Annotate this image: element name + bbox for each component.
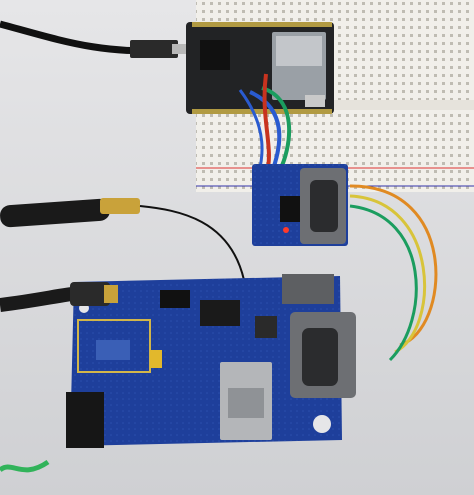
wire-green-2 xyxy=(349,204,418,362)
nodemcu-board xyxy=(186,22,334,114)
antenna xyxy=(0,198,245,281)
wire-yellow xyxy=(349,194,427,354)
power-cable xyxy=(0,282,118,312)
usb-plug xyxy=(130,40,178,58)
rs232-adapter xyxy=(252,164,348,246)
power-jack xyxy=(66,392,104,448)
green-marker-scribble xyxy=(0,459,50,473)
wire-orange xyxy=(349,184,438,347)
wire-green-1 xyxy=(261,86,292,171)
gsm-modem-board xyxy=(66,274,356,448)
